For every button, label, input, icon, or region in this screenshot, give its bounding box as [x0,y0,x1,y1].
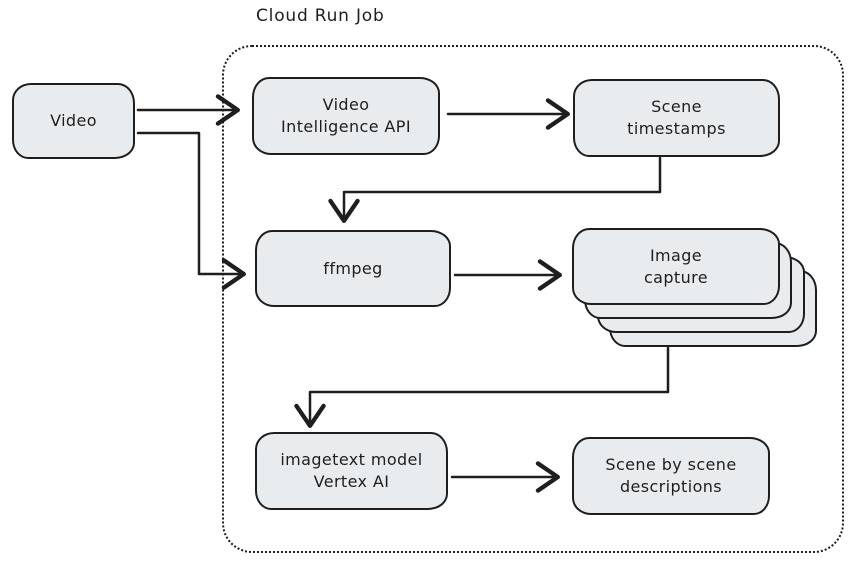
node-video-label: Video [50,111,97,131]
node-imagetext-model-label: imagetext model Vertex AI [280,450,423,491]
node-ffmpeg-label: ffmpeg [323,258,383,278]
node-video-intelligence-api-label: Video Intelligence API [281,95,411,136]
cloud-run-job-container [222,45,844,553]
diagram-title: Cloud Run Job [256,6,385,26]
node-image-capture-label: Image capture [643,245,709,287]
node-video: Video [12,83,135,159]
node-imagetext-model: imagetext model Vertex AI [255,432,448,510]
node-video-intelligence-api: Video Intelligence API [252,77,440,155]
node-scene-descriptions: Scene by scene descriptions [572,437,770,515]
node-image-capture: Image capture [572,228,780,305]
node-scene-timestamps-label: Scene timestamps [627,97,726,138]
node-ffmpeg: ffmpeg [255,230,451,307]
node-scene-timestamps: Scene timestamps [573,79,780,157]
node-scene-descriptions-label: Scene by scene descriptions [605,455,737,496]
